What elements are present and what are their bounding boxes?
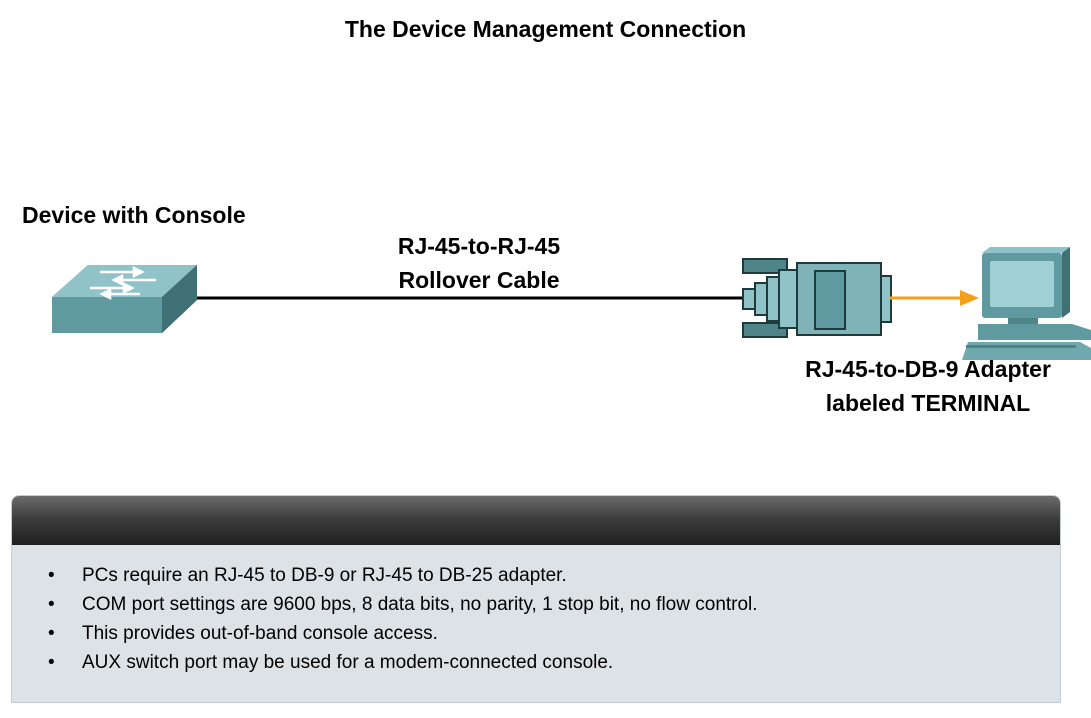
notes-list: PCs require an RJ-45 to DB-9 or RJ-45 to… (12, 545, 1060, 677)
page-title: The Device Management Connection (344, 16, 747, 42)
list-item: COM port settings are 9600 bps, 8 data b… (12, 590, 1060, 619)
adapter-label: RJ-45-to-DB-9 Adapter labeled TERMINAL (770, 352, 1086, 420)
notes-panel-header (12, 496, 1060, 545)
arrow-right-icon (890, 290, 979, 306)
list-item: PCs require an RJ-45 to DB-9 or RJ-45 to… (12, 561, 1060, 590)
switch-icon (52, 265, 197, 333)
cable-label-line1: RJ-45-to-RJ-45 (397, 233, 561, 259)
list-item: AUX switch port may be used for a modem-… (12, 648, 1060, 677)
adapter-label-line1: RJ-45-to-DB-9 Adapter (805, 356, 1051, 382)
pc-terminal-icon (962, 247, 1091, 360)
device-label: Device with Console (22, 202, 246, 228)
notes-panel: PCs require an RJ-45 to DB-9 or RJ-45 to… (11, 495, 1061, 703)
cable-label: RJ-45-to-RJ-45 Rollover Cable (360, 229, 598, 297)
list-item: This provides out-of-band console access… (12, 619, 1060, 648)
connection-diagram (52, 247, 1091, 360)
cable-label-line2: Rollover Cable (398, 267, 560, 293)
db9-adapter-icon (742, 258, 892, 338)
adapter-label-line2: labeled TERMINAL (825, 390, 1031, 416)
